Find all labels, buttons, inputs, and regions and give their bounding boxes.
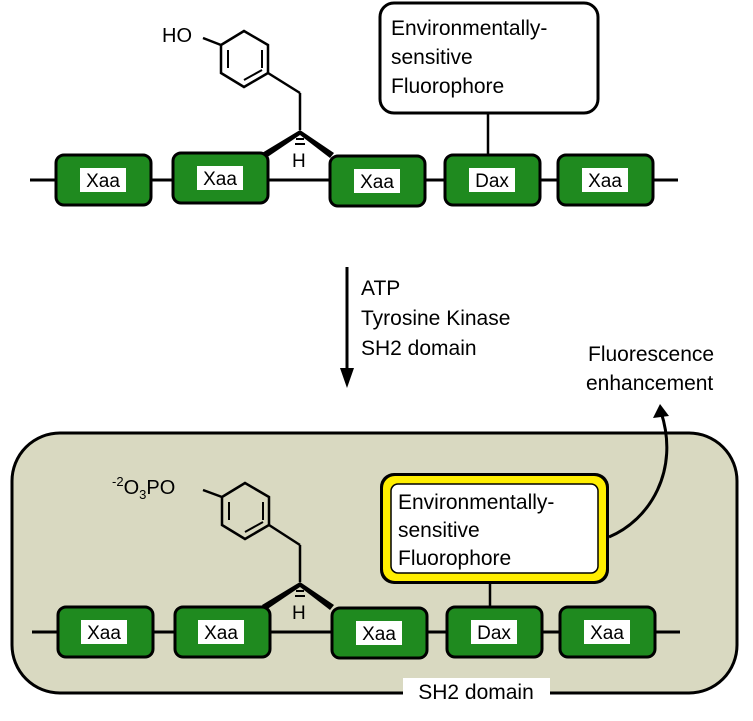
top-residue-3: Xaa — [328, 154, 427, 208]
phosphate-o: O — [124, 477, 140, 499]
top-residue-label: Xaa — [86, 171, 120, 192]
reaction-condition-atp: ATP — [361, 277, 400, 300]
emission-arrow-head — [653, 404, 669, 418]
top-residue-2: Xaa — [171, 151, 270, 205]
top-residue-label-bg — [469, 168, 515, 192]
bottom-peptide: -2O3PO H Xaa Xaa Xaa Dax Xaa — [32, 404, 680, 660]
bottom-residue-label: Xaa — [362, 624, 396, 645]
bottom-ring-double-bond — [244, 521, 264, 533]
bottom-phosphotyrosine-sidechain: -2O3PO H — [112, 474, 334, 624]
top-residue-label: Xaa — [588, 171, 622, 192]
reaction-arrow-head — [340, 368, 354, 388]
bottom-fluorophore-line-3: Fluorophore — [398, 547, 511, 570]
bottom-residue-1: Xaa — [56, 605, 155, 659]
reaction-condition-sh2: SH2 domain — [361, 337, 477, 360]
sh2-domain-label: SH2 domain — [418, 681, 534, 704]
bottom-residue-label-bg — [81, 620, 127, 644]
top-fluorophore-line-2: sensitive — [391, 46, 473, 69]
top-ring-double-bond — [243, 69, 263, 81]
bottom-po-bond — [202, 488, 223, 499]
bottom-residue-label: Xaa — [204, 623, 238, 644]
top-residue-label-bg — [197, 166, 243, 190]
bottom-fluorophore-box: Environmentally- sensitive Fluorophore — [380, 473, 609, 584]
reaction-arrow: ATP Tyrosine Kinase SH2 domain — [340, 267, 510, 388]
top-right-wedge — [300, 130, 334, 158]
top-fluorophore-box: Environmentally- sensitive Fluorophore — [378, 1, 600, 115]
fluorescence-label-line-1: Fluorescence — [588, 343, 714, 366]
top-ho-bond — [202, 36, 222, 47]
top-fluorophore-border — [378, 1, 600, 115]
bottom-hashed-bond — [295, 585, 305, 597]
bottom-phosphate-label: -2O3PO — [112, 474, 175, 502]
phosphate-subscript: 3 — [139, 487, 146, 502]
top-residue-1: Xaa — [54, 153, 153, 207]
top-fluorophore-line-1: Environmentally- — [391, 17, 547, 40]
bottom-residue-label-bg — [471, 620, 517, 644]
bottom-residue-label: Xaa — [87, 623, 121, 644]
sh2-domain-label-bg — [403, 678, 550, 708]
bottom-residue-label: Xaa — [590, 623, 624, 644]
bottom-fluorophore-inner — [390, 483, 599, 574]
bottom-residue-dax: Dax — [445, 605, 544, 659]
top-residue-dax: Dax — [443, 153, 542, 207]
bottom-residue-label: Dax — [477, 623, 511, 644]
phosphate-charge: -2 — [112, 474, 124, 489]
top-left-wedge — [262, 130, 300, 158]
bottom-right-wedge — [300, 582, 334, 610]
bottom-residue-label-bg — [356, 621, 402, 645]
bottom-alpha-h-label: H — [292, 603, 306, 624]
top-tyrosine-sidechain: HO H — [162, 25, 334, 172]
bottom-fluorophore-line-2: sensitive — [398, 519, 480, 542]
bottom-fluorophore-line-1: Environmentally- — [398, 491, 554, 514]
bottom-residue-3: Xaa — [330, 606, 429, 660]
phosphate-po: PO — [146, 477, 175, 499]
top-residue-label-bg — [354, 169, 400, 193]
top-ho-label: HO — [162, 25, 192, 47]
top-residue-label-bg — [80, 168, 126, 192]
top-residue-5: Xaa — [556, 153, 655, 207]
top-ch2-bond — [267, 71, 301, 95]
fluorescence-label-line-2: enhancement — [586, 372, 713, 395]
top-residue-label: Dax — [475, 171, 509, 192]
top-peptide: HO H Xaa Xaa Xaa Dax Xaa — [30, 1, 678, 208]
top-residue-label: Xaa — [360, 172, 394, 193]
bottom-left-wedge — [262, 582, 300, 610]
bottom-residue-label-bg — [584, 620, 630, 644]
reaction-condition-kinase: Tyrosine Kinase — [361, 307, 510, 330]
top-residue-label: Xaa — [203, 169, 237, 190]
bottom-residue-2: Xaa — [173, 605, 272, 659]
bottom-ch2-bond — [268, 523, 301, 547]
bottom-residue-label-bg — [198, 620, 244, 644]
top-alpha-h-label: H — [292, 151, 306, 172]
top-hashed-bond — [295, 133, 305, 145]
top-fluorophore-line-3: Fluorophore — [391, 75, 504, 98]
bottom-residue-5: Xaa — [558, 605, 657, 659]
top-residue-label-bg — [582, 168, 628, 192]
emission-arrow-curve — [608, 411, 669, 539]
